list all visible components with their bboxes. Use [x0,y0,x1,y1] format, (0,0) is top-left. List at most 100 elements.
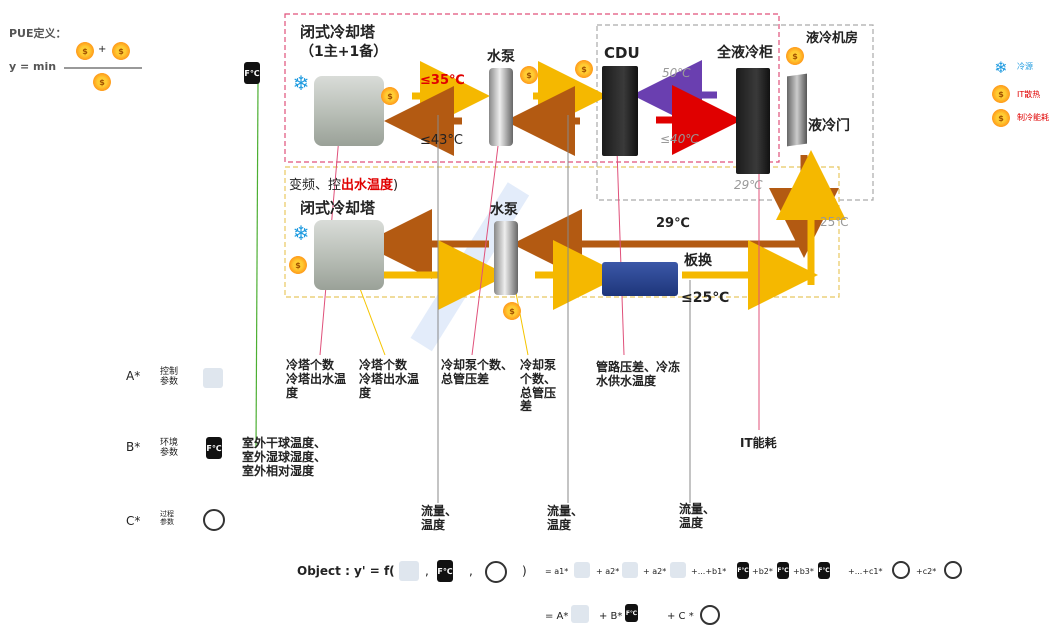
pue-title: PUE定义： [9,28,67,41]
top-water-pump [489,68,513,146]
room-energy-icon: $ [786,47,804,65]
obj-sum-gauge-icon [700,605,720,625]
obj-sum-therm-icon: F℃ [625,604,638,622]
param-b-label: 环境 参数 [160,438,178,459]
bottom-pump-energy-icon: $ [503,302,521,320]
annotation-flow-temp-1: 流量、 温度 [421,505,457,533]
refrig-energy-icon-2: $ [112,42,130,60]
obj-gauge-icon [485,561,507,583]
legend-refrig-label: 制冷能耗 [1017,113,1049,122]
obj-term-3: + a2* [643,567,666,576]
obj-term-5: +b2* [752,567,773,576]
annotation-flow-temp-3: 流量、 温度 [679,503,715,531]
top-tower-subtitle: （1主+1备） [300,44,387,60]
legend-it-heat-label: IT散热 [1017,90,1040,99]
leader-env [256,83,258,448]
obj-term-4: +...+b1* [691,567,726,576]
param-b-desc: 室外干球温度、 室外湿球湿度、 室外相对湿度 [242,437,326,478]
legend-it-heat-icon: $ [992,85,1010,103]
top-return-temp: ≤43°C [420,134,463,149]
control-note-suffix: ) [393,178,398,193]
hex-title: 板换 [684,253,712,269]
thermometer-icon: F℃ [244,62,260,84]
top-cooling-tower [314,76,384,146]
annotation-pump-count-2: 冷却泵 个数、 总管压 差 [520,359,556,414]
cabinet-title: 全液冷柜 [717,45,773,61]
param-b-key: B* [126,441,140,455]
obj-term-8: +c2* [916,567,936,576]
plate-heat-exchanger [602,262,678,296]
control-hand-icon [203,368,223,388]
annotation-pump-count-1: 冷却泵个数、 总管压差 [441,359,513,387]
leader-a5 [617,150,624,355]
liquid-door [787,74,807,147]
pue-formula: y = min [9,61,56,74]
door-title: 液冷门 [808,118,850,134]
bottom-water-pump [494,221,518,295]
obj-term-control-icon-2 [622,562,638,578]
obj-sum-c: + C * [667,611,694,623]
obj-sum-a: = A* [545,611,568,623]
obj-term-therm-icon-2: F℃ [777,562,789,579]
control-note-prefix: 变频、控 [289,178,341,193]
room-title: 液冷机房 [806,32,858,47]
obj-sum-control-icon [571,605,589,623]
hex-supply-temp: ≤25℃ [681,290,729,306]
param-c-label: 过程 参数 [160,510,174,526]
param-a-label: 控制 参数 [160,367,178,388]
hex-return-temp: 29℃ [656,217,690,232]
objective-label: Object : y' = f( [297,565,395,579]
refrig-energy-icon: $ [76,42,94,60]
env-thermometer-icon: F℃ [206,437,222,459]
legend-cooling-icon: ❄ [992,58,1010,76]
legend-refrig-icon: $ [992,109,1010,127]
annotation-tower-count-1: 冷塔个数 冷塔出水温 度 [286,359,346,400]
cdu-title: CDU [604,45,640,62]
pump-energy-icon: $ [520,66,538,84]
cdu-unit [602,66,638,156]
snowflake-icon: ❄ [290,72,312,94]
door-supply-temp: 25℃ [820,216,849,230]
bottom-pump-title: 水泵 [490,202,518,218]
top-supply-temp: ≤35℃ [420,74,465,89]
param-a-key: A* [126,370,140,384]
snowflake-icon-2: ❄ [290,222,312,244]
tower-energy-icon: $ [381,87,399,105]
obj-term-gauge-icon-2 [944,561,962,579]
cdu-energy-icon: $ [575,60,593,78]
annotation-it-energy: IT能耗 [740,437,777,451]
objective-comma-1: , [425,565,429,579]
control-note: 变频、控出水温度) [289,179,398,194]
obj-term-control-icon-1 [574,562,590,578]
top-pump-title: 水泵 [487,49,515,65]
annotation-flow-temp-2: 流量、 温度 [547,505,583,533]
obj-term-1: = a1* [545,567,568,576]
obj-control-icon [399,561,419,581]
param-c-key: C* [126,515,140,529]
annotation-tower-count-2: 冷塔个数 冷塔出水温 度 [359,359,419,400]
liquid-cooling-cabinet [736,68,770,174]
obj-term-7: +...+c1* [848,567,883,576]
cdu-out-temp: 29℃ [734,179,763,193]
control-note-red: 出水温度 [341,178,393,193]
cold-supply-temp: ≤40℃ [660,133,699,147]
obj-sum-b: + B* [599,611,622,623]
it-heat-icon: $ [93,73,111,91]
obj-term-therm-icon-1: F℃ [737,562,749,579]
obj-term-control-icon-3 [670,562,686,578]
bottom-cooling-tower [314,220,384,290]
top-tower-title: 闭式冷却塔 [300,24,375,41]
objective-comma-2: , [469,565,473,579]
obj-term-6: +b3* [793,567,814,576]
legend-cooling-label: 冷源 [1017,62,1033,71]
hot-return-temp: 50℃ [662,67,691,81]
obj-term-gauge-icon-1 [892,561,910,579]
obj-term-2: + a2* [596,567,619,576]
obj-thermometer-icon: F℃ [437,560,453,582]
objective-close: ) [522,565,527,579]
bottom-tower-title: 闭式冷却塔 [300,200,375,217]
obj-term-therm-icon-3: F℃ [818,562,830,579]
process-gauge-icon [203,509,225,531]
